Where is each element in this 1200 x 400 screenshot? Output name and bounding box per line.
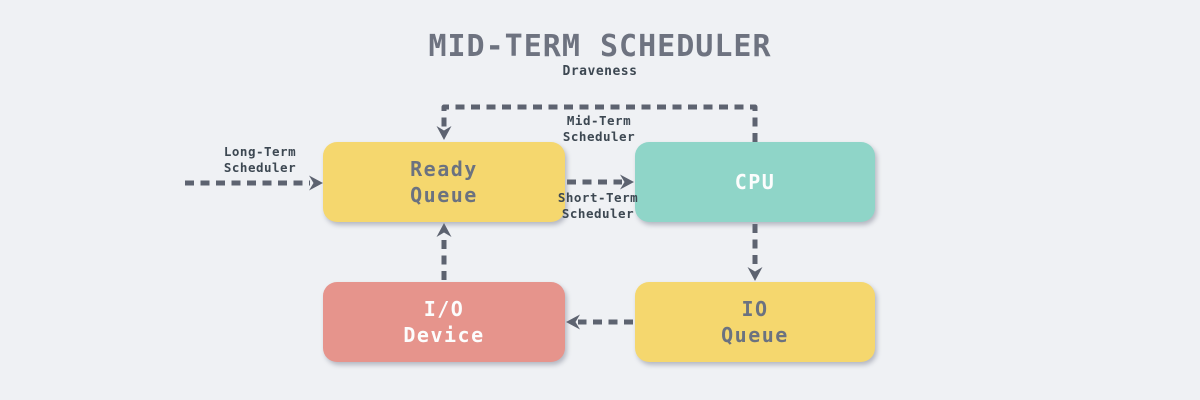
node-io-device: I/O Device — [323, 282, 565, 362]
arrowhead-up-icon — [436, 223, 452, 237]
edge-label-short-term-scheduler: Short-Term Scheduler — [557, 190, 639, 221]
arrowhead-right-icon — [309, 175, 323, 191]
node-cpu: CPU — [635, 142, 875, 222]
node-io-queue: IO Queue — [635, 282, 875, 362]
edge-label-mid-term-scheduler: Mid-Term Scheduler — [562, 113, 636, 144]
arrowhead-down-icon — [436, 126, 452, 140]
arrowhead-down-icon — [747, 267, 763, 281]
edge-label-long-term-scheduler: Long-Term Scheduler — [223, 144, 297, 175]
diagram-title: MID-TERM SCHEDULER — [428, 29, 772, 64]
edge-io-device-to-ready-queue — [436, 223, 452, 280]
edge-short-term-scheduler — [567, 174, 634, 190]
node-ready-queue: Ready Queue — [323, 142, 565, 222]
edge-long-term-scheduler — [185, 175, 323, 191]
edge-io-queue-to-io-device — [566, 314, 633, 330]
diagram-subtitle: Draveness — [562, 64, 638, 79]
arrowhead-right-icon — [620, 174, 634, 190]
edge-cpu-to-io-queue — [747, 224, 763, 281]
arrowhead-left-icon — [566, 314, 580, 330]
